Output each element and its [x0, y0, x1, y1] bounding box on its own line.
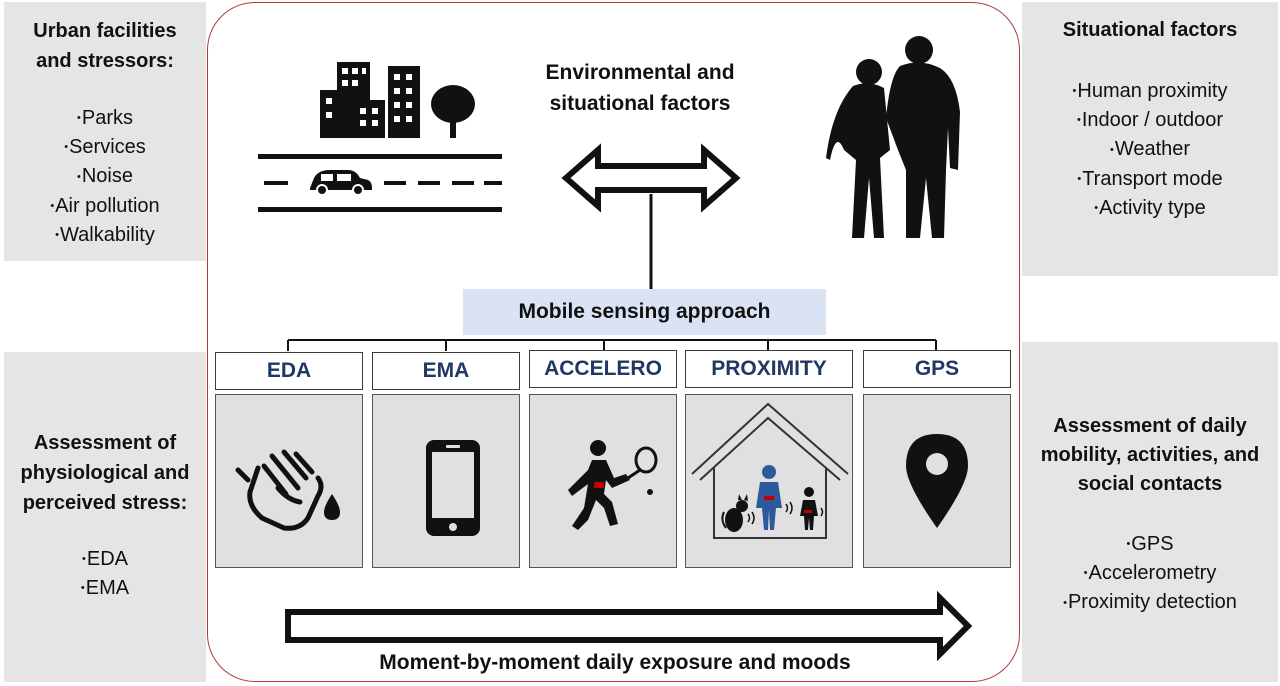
- list-item: Activity type: [1022, 194, 1278, 223]
- situational-factors-title: Situational factors: [1062, 19, 1238, 41]
- list-item: EMA: [14, 574, 196, 603]
- stress-assessment-panel: [4, 352, 206, 682]
- list-item: Indoor / outdoor: [1022, 106, 1278, 135]
- stress-assessment-title: Assessment of physiological and perceive…: [20, 432, 190, 514]
- sensor-box-gps: [863, 394, 1011, 568]
- urban-facilities-title: Urban facilities and stressors:: [33, 20, 177, 72]
- mobility-assessment-panel: [1022, 342, 1278, 682]
- list-item: GPS: [1022, 530, 1278, 559]
- sensor-label-ema: EMA: [372, 352, 520, 390]
- list-item: Parks: [14, 104, 196, 133]
- list-item: EDA: [14, 545, 196, 574]
- sensor-label-eda: EDA: [215, 352, 363, 390]
- list-item: Services: [14, 133, 196, 162]
- list-item: Noise: [14, 162, 196, 191]
- mobility-assessment-list: GPS Accelerometry Proximity detection: [1022, 530, 1278, 618]
- sensor-label-accelero: ACCELERO: [529, 350, 677, 388]
- list-item: Human proximity: [1022, 77, 1278, 106]
- list-item: Transport mode: [1022, 165, 1278, 194]
- mobile-sensing-text: Mobile sensing approach: [518, 300, 771, 323]
- sensor-label-proximity: PROXIMITY: [685, 350, 853, 388]
- urban-facilities-list: Parks Services Noise Air pollution Walka…: [14, 104, 196, 250]
- situational-factors-list: Human proximity Indoor / outdoor Weather…: [1022, 77, 1278, 223]
- sensor-box-proximity: [685, 394, 853, 568]
- list-item: Proximity detection: [1022, 588, 1278, 617]
- sensor-box-eda: [215, 394, 363, 568]
- stress-assessment-list: EDA EMA: [14, 545, 196, 603]
- list-item: Weather: [1022, 135, 1278, 164]
- bottom-caption: Moment-by-moment daily exposure and mood…: [379, 651, 851, 674]
- mobile-sensing-label: Mobile sensing approach: [463, 289, 826, 335]
- sensor-box-ema: [372, 394, 520, 568]
- list-item: Air pollution: [14, 192, 196, 221]
- sensor-label-gps: GPS: [863, 350, 1011, 388]
- mobility-assessment-title: Assessment of daily mobility, activities…: [1040, 415, 1260, 495]
- list-item: Walkability: [14, 221, 196, 250]
- list-item: Accelerometry: [1022, 559, 1278, 588]
- sensor-box-accelero: [529, 394, 677, 568]
- environmental-factors-title: Environmental and situational factors: [545, 61, 735, 115]
